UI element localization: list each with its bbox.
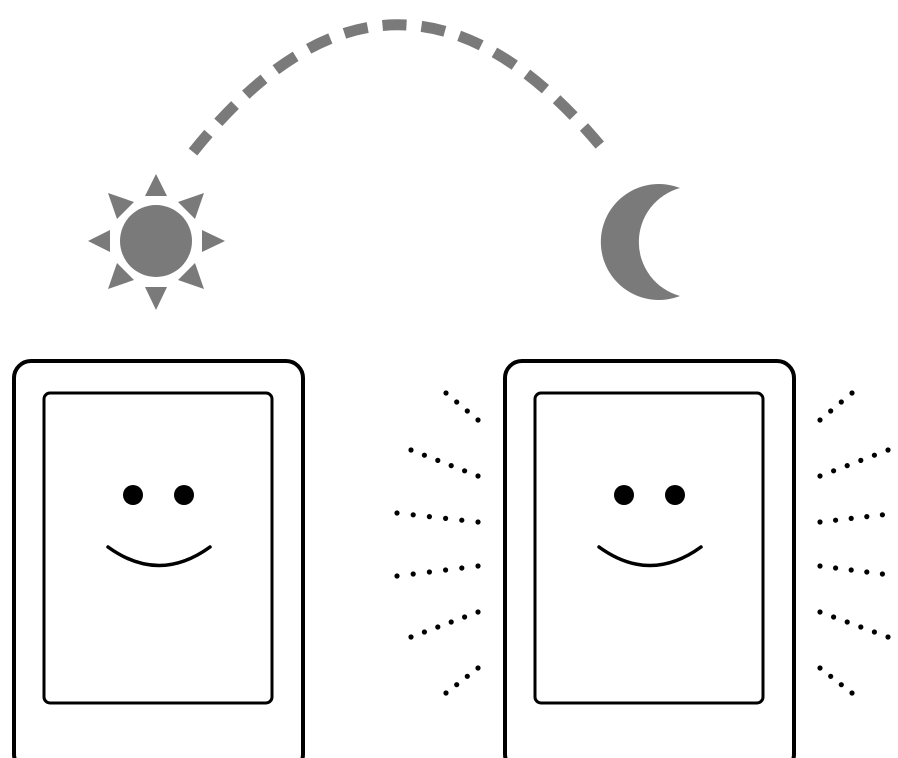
glow-dot bbox=[845, 619, 850, 624]
glow-ray bbox=[817, 665, 854, 695]
glow-ray bbox=[817, 447, 890, 478]
glow-dot bbox=[864, 514, 869, 519]
glow-dot bbox=[831, 614, 836, 619]
glow-dot bbox=[475, 473, 480, 478]
glow-dot bbox=[885, 634, 890, 639]
glow-dot bbox=[408, 447, 413, 452]
sun-ray-top-left bbox=[108, 193, 134, 219]
glow-dot bbox=[462, 614, 467, 619]
sun-ray-top-right bbox=[178, 193, 204, 219]
glow-dot bbox=[394, 573, 399, 578]
glow-dot bbox=[817, 417, 822, 422]
reader-night-screen bbox=[535, 393, 763, 703]
glow-dot bbox=[465, 408, 470, 413]
e-reader-night-icon bbox=[505, 361, 794, 758]
glow-ray bbox=[817, 390, 854, 422]
glow-dot bbox=[475, 519, 480, 524]
glow-dot bbox=[872, 453, 877, 458]
sun-ray-bottom-left bbox=[108, 263, 134, 289]
glow-dot bbox=[833, 518, 838, 523]
sun-disc bbox=[120, 205, 192, 277]
frontlight-glow-left bbox=[394, 390, 480, 695]
glow-dot bbox=[817, 563, 822, 568]
glow-ray bbox=[408, 447, 480, 478]
glow-dot bbox=[849, 567, 854, 572]
glow-ray bbox=[394, 510, 480, 524]
sun-ray-right bbox=[202, 230, 225, 252]
glow-dot bbox=[435, 458, 440, 463]
glow-dot bbox=[880, 512, 885, 517]
glow-ray bbox=[817, 609, 890, 639]
glow-ray bbox=[394, 563, 480, 578]
glow-dot bbox=[454, 399, 459, 404]
glow-dot bbox=[864, 569, 869, 574]
glow-dot bbox=[817, 609, 822, 614]
glow-dot bbox=[408, 634, 413, 639]
glow-dot bbox=[443, 567, 448, 572]
glow-dot bbox=[839, 682, 844, 687]
glow-dot bbox=[475, 665, 480, 670]
glow-ray bbox=[443, 390, 480, 422]
sun-icon bbox=[88, 174, 225, 310]
glow-dot bbox=[394, 510, 399, 515]
glow-dot bbox=[443, 390, 448, 395]
glow-dot bbox=[411, 512, 416, 517]
glow-dot bbox=[435, 624, 440, 629]
glow-dot bbox=[443, 516, 448, 521]
glow-dot bbox=[872, 629, 877, 634]
day-to-night-arc bbox=[193, 25, 608, 155]
glow-ray bbox=[817, 512, 885, 524]
glow-dot bbox=[462, 468, 467, 473]
frontlight-glow-right bbox=[817, 390, 890, 695]
glow-dot bbox=[817, 665, 822, 670]
glow-dot bbox=[422, 629, 427, 634]
glow-dot bbox=[849, 390, 854, 395]
glow-dot bbox=[465, 674, 470, 679]
glow-dot bbox=[885, 447, 890, 452]
left-eye bbox=[123, 485, 143, 505]
glow-dot bbox=[443, 690, 448, 695]
glow-dot bbox=[449, 463, 454, 468]
glow-dot bbox=[858, 458, 863, 463]
reader-day-screen bbox=[44, 393, 272, 703]
glow-dot bbox=[459, 565, 464, 570]
glow-dot bbox=[459, 518, 464, 523]
glow-dot bbox=[839, 399, 844, 404]
crescent-moon-icon bbox=[601, 184, 680, 300]
right-eye bbox=[665, 485, 685, 505]
right-eye bbox=[174, 485, 194, 505]
glow-dot bbox=[849, 690, 854, 695]
sun-ray-bottom-right bbox=[178, 263, 204, 289]
glow-dot bbox=[454, 682, 459, 687]
sun-ray-bottom bbox=[145, 287, 167, 310]
e-reader-day-icon bbox=[14, 361, 303, 758]
glow-dot bbox=[427, 514, 432, 519]
glow-dot bbox=[411, 571, 416, 576]
glow-dot bbox=[475, 417, 480, 422]
sun-ray-top bbox=[145, 174, 167, 196]
glow-dot bbox=[817, 473, 822, 478]
glow-ray bbox=[443, 665, 480, 695]
sun-ray-left bbox=[88, 230, 110, 252]
glow-dot bbox=[828, 408, 833, 413]
glow-dot bbox=[833, 565, 838, 570]
glow-dot bbox=[475, 609, 480, 614]
left-eye bbox=[614, 485, 634, 505]
glow-dot bbox=[449, 619, 454, 624]
glow-dot bbox=[427, 569, 432, 574]
glow-dot bbox=[845, 463, 850, 468]
glow-dot bbox=[858, 624, 863, 629]
glow-dot bbox=[422, 453, 427, 458]
glow-dot bbox=[880, 571, 885, 576]
glow-dot bbox=[831, 468, 836, 473]
glow-dot bbox=[828, 674, 833, 679]
glow-ray bbox=[817, 563, 885, 576]
glow-dot bbox=[475, 563, 480, 568]
glow-dot bbox=[849, 516, 854, 521]
glow-ray bbox=[408, 609, 480, 639]
glow-dot bbox=[817, 519, 822, 524]
